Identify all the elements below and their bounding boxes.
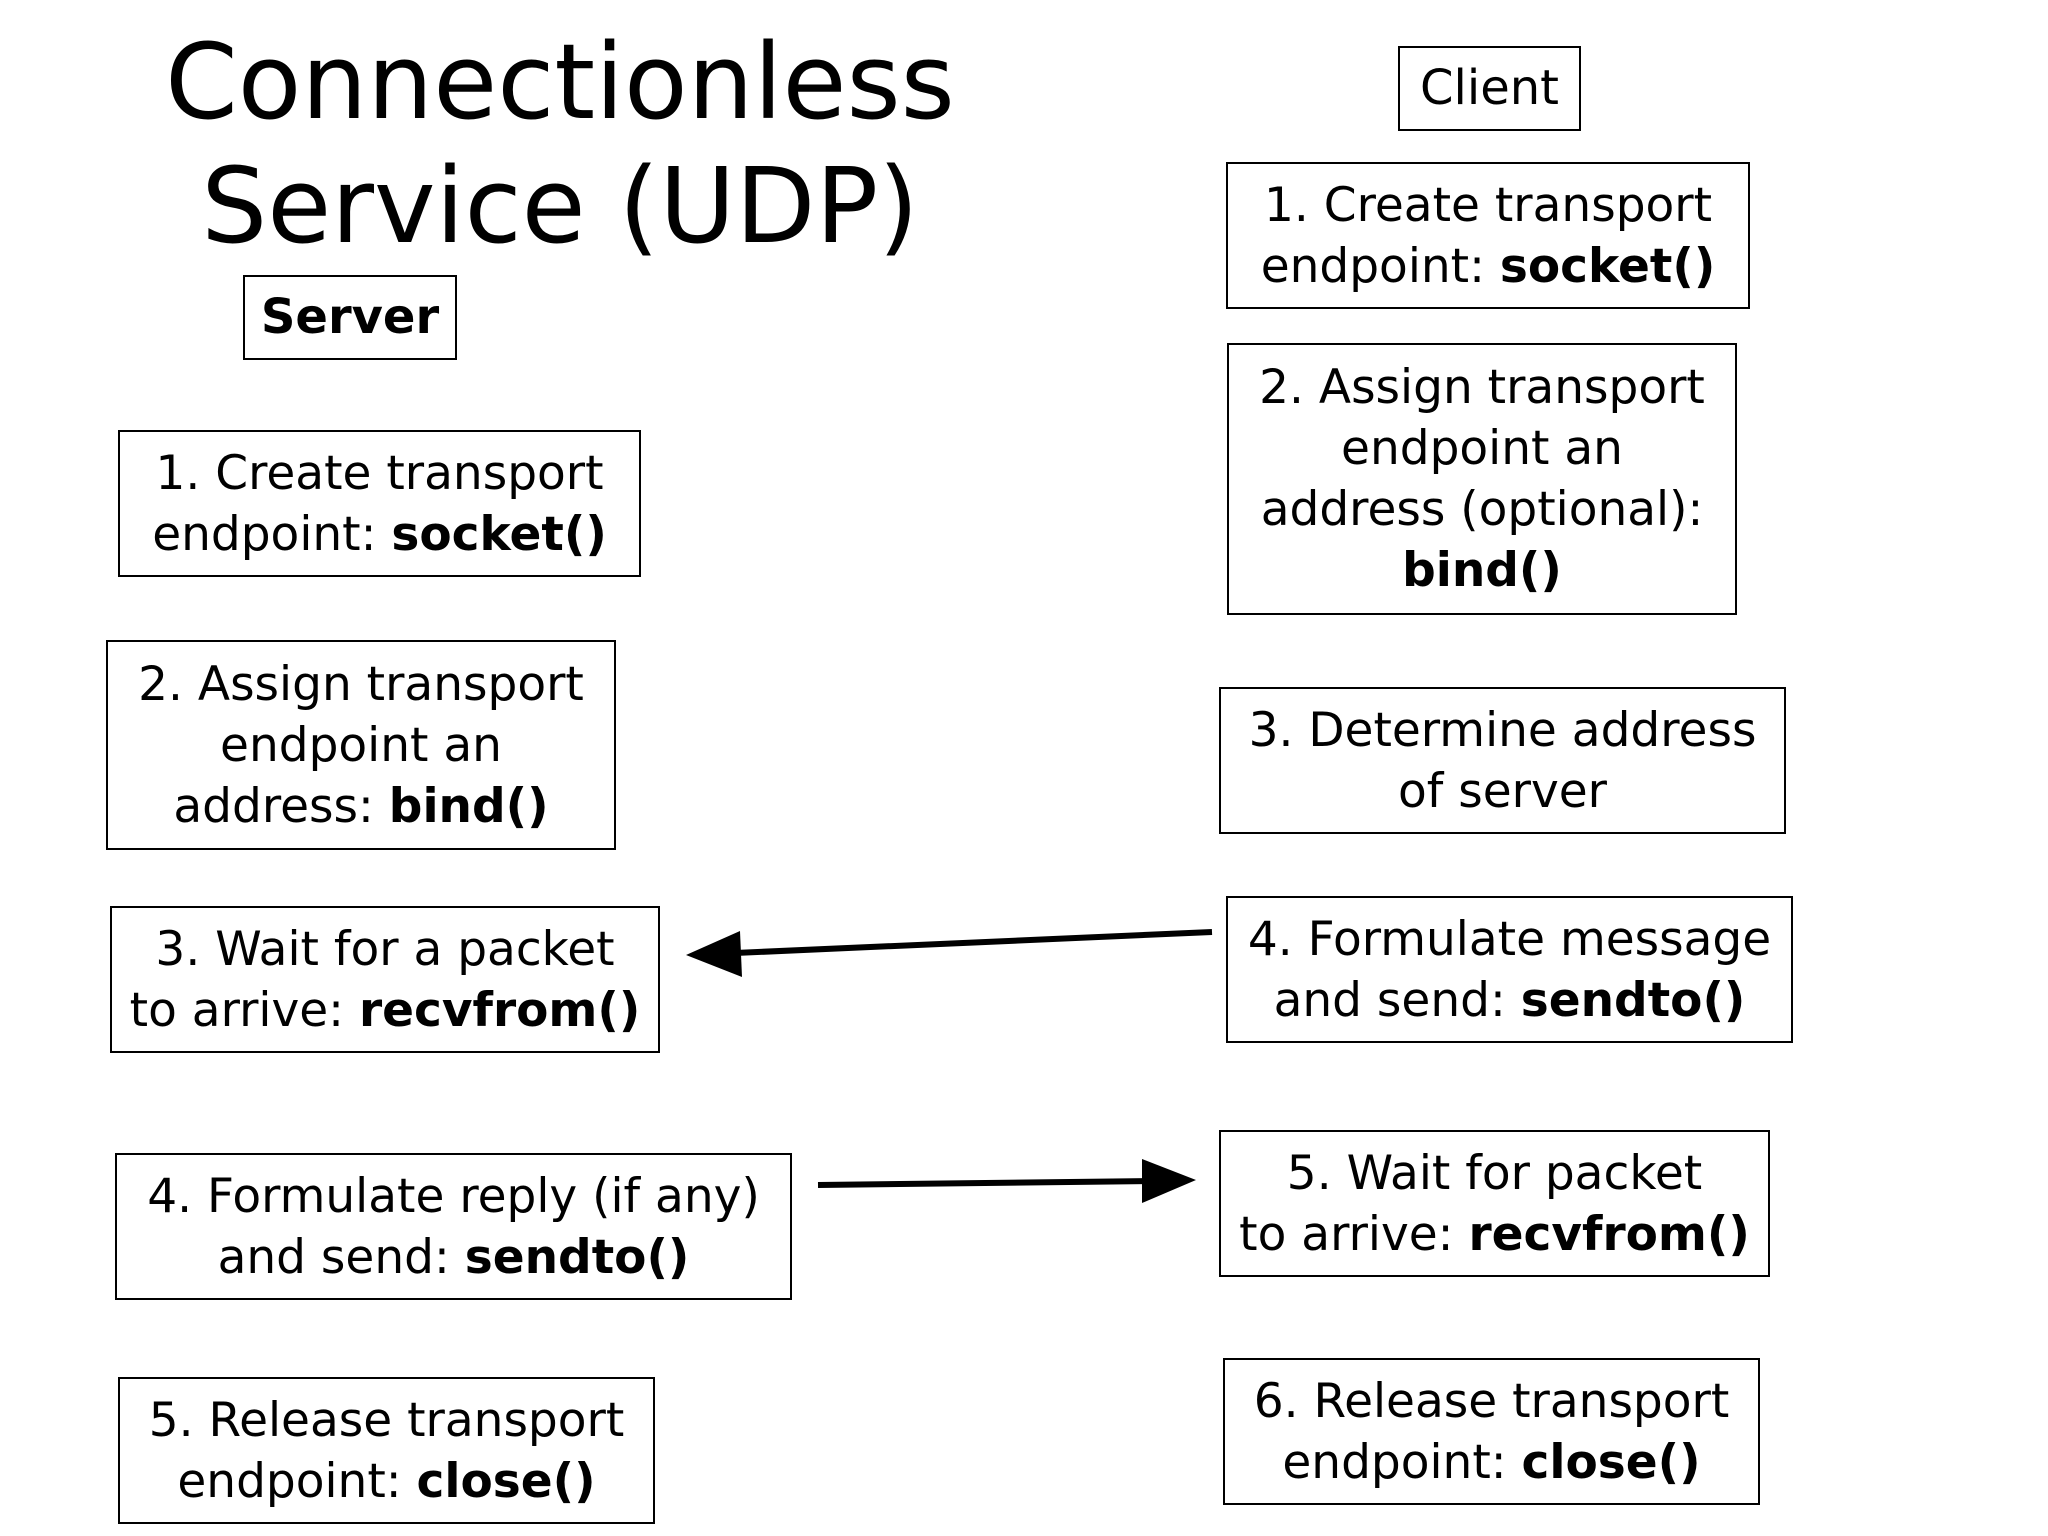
step-line: to arrive: recvfrom()	[1239, 1206, 1750, 1262]
client-step-1: 1. Create transport endpoint: socket()	[1226, 162, 1750, 309]
server-step-5: 5. Release transport endpoint: close()	[118, 1377, 655, 1524]
step-line: address (optional):	[1260, 482, 1704, 537]
server-step-2: 2. Assign transport endpoint an address:…	[106, 640, 616, 850]
step-line: 1. Create transport	[1263, 177, 1713, 233]
step-line: 3. Determine address	[1248, 702, 1757, 758]
step-line: and send: sendto()	[217, 1229, 690, 1285]
step-line: endpoint: close()	[1282, 1434, 1701, 1490]
client-step-3: 3. Determine address of server	[1219, 687, 1786, 834]
server-header: Server	[243, 275, 457, 360]
step-line: 1. Create transport	[155, 445, 604, 501]
diagram-title: Connectionless Service (UDP)	[140, 20, 980, 268]
step-line: endpoint: close()	[177, 1453, 596, 1509]
step-line: 3. Wait for a packet	[155, 921, 615, 977]
client-header: Client	[1398, 46, 1581, 131]
step-line: 6. Release transport	[1253, 1373, 1730, 1429]
step-line: and send: sendto()	[1273, 972, 1746, 1028]
step-line: endpoint: socket()	[152, 506, 607, 562]
client-step-5: 5. Wait for packet to arrive: recvfrom()	[1219, 1130, 1770, 1277]
step-line: 2. Assign transport	[138, 656, 584, 712]
title-line-1: Connectionless	[165, 21, 955, 143]
step-line: 5. Wait for packet	[1286, 1145, 1703, 1201]
server-step-3: 3. Wait for a packet to arrive: recvfrom…	[110, 906, 660, 1053]
step-line: of server	[1397, 763, 1608, 819]
step-line: endpoint an	[1341, 421, 1623, 476]
step-line: 4. Formulate reply (if any)	[147, 1168, 760, 1224]
client-step-4: 4. Formulate message and send: sendto()	[1226, 896, 1793, 1043]
server-step-4: 4. Formulate reply (if any) and send: se…	[115, 1153, 792, 1300]
title-line-2: Service (UDP)	[201, 145, 919, 267]
step-line: 5. Release transport	[148, 1392, 625, 1448]
step-line: 2. Assign transport	[1259, 360, 1705, 415]
arrow-client-to-server	[686, 929, 1213, 977]
step-line: to arrive: recvfrom()	[129, 982, 641, 1038]
server-step-1: 1. Create transport endpoint: socket()	[118, 430, 641, 577]
step-line: endpoint: socket()	[1260, 238, 1716, 294]
step-line: bind()	[1402, 543, 1562, 598]
client-step-6: 6. Release transport endpoint: close()	[1223, 1358, 1760, 1505]
step-line: 4. Formulate message	[1247, 911, 1772, 967]
client-step-2: 2. Assign transport endpoint an address …	[1227, 343, 1737, 615]
arrow-server-to-client	[817, 1159, 1196, 1203]
step-line: endpoint an	[220, 717, 502, 773]
step-line: address: bind()	[173, 778, 549, 834]
